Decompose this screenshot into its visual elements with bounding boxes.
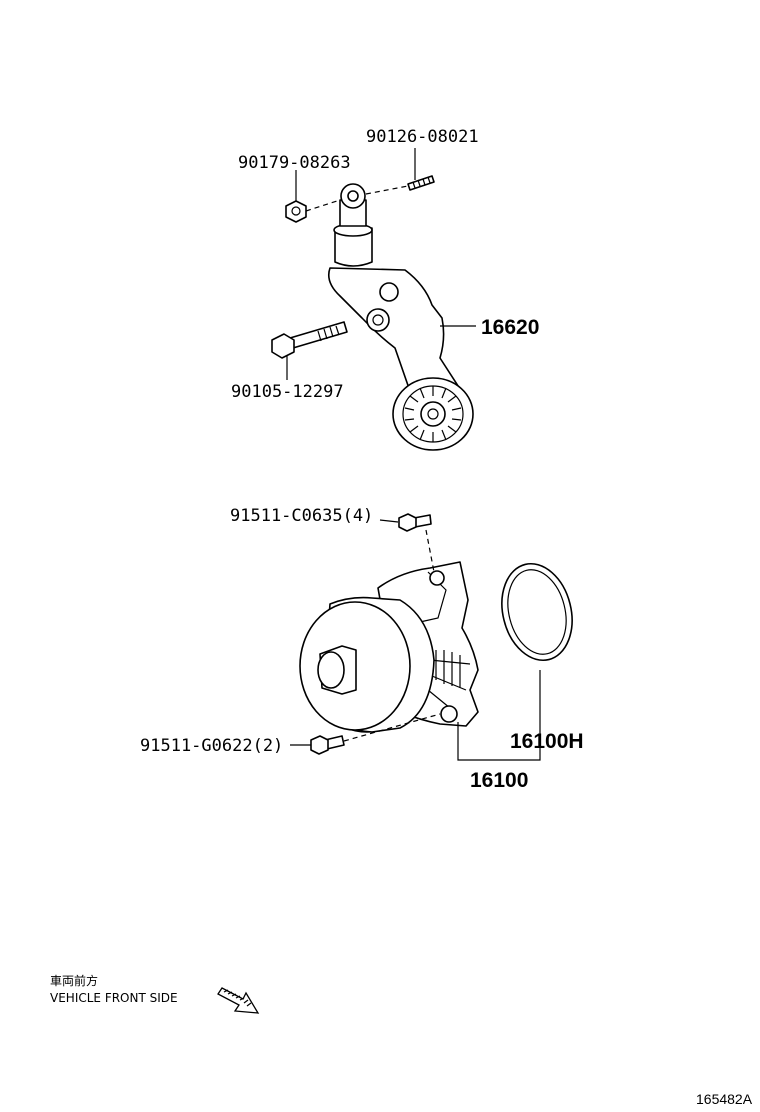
flange-bolt-icon [271, 321, 348, 359]
stud-bolt-icon [407, 175, 435, 191]
o-ring-gasket [501, 562, 573, 662]
water-pump-16100 [299, 561, 479, 733]
label-90179-08263: 90179-08263 [238, 153, 351, 173]
label-90126-08021: 90126-08021 [366, 127, 479, 147]
assembly-dashed-line [343, 713, 441, 742]
direction-label-en: VEHICLE FRONT SIDE [50, 991, 178, 1005]
label-16620: 16620 [481, 316, 539, 339]
direction-arrow-icon [217, 987, 260, 1014]
assembly-dashed-line [365, 185, 409, 195]
direction-label-jp: 車両前方 [50, 973, 98, 988]
label-91511-c0635: 91511-C0635(4) [230, 506, 373, 526]
label-16100: 16100 [470, 769, 528, 792]
assembly-dashed-line [425, 529, 435, 573]
label-16100h: 16100H [510, 730, 584, 753]
tensioner-assembly-16620 [327, 183, 474, 451]
bolt-c0635-icon [398, 513, 432, 532]
bolt-g0622-icon [310, 735, 345, 755]
leader-line [457, 670, 541, 761]
assembly-dashed-line [305, 199, 341, 212]
leader-line [379, 519, 399, 523]
label-91511-g0622: 91511-G0622(2) [140, 736, 283, 756]
figure-id: 165482A [696, 1091, 753, 1107]
nut-icon [285, 200, 307, 223]
label-90105-12297: 90105-12297 [231, 382, 344, 402]
